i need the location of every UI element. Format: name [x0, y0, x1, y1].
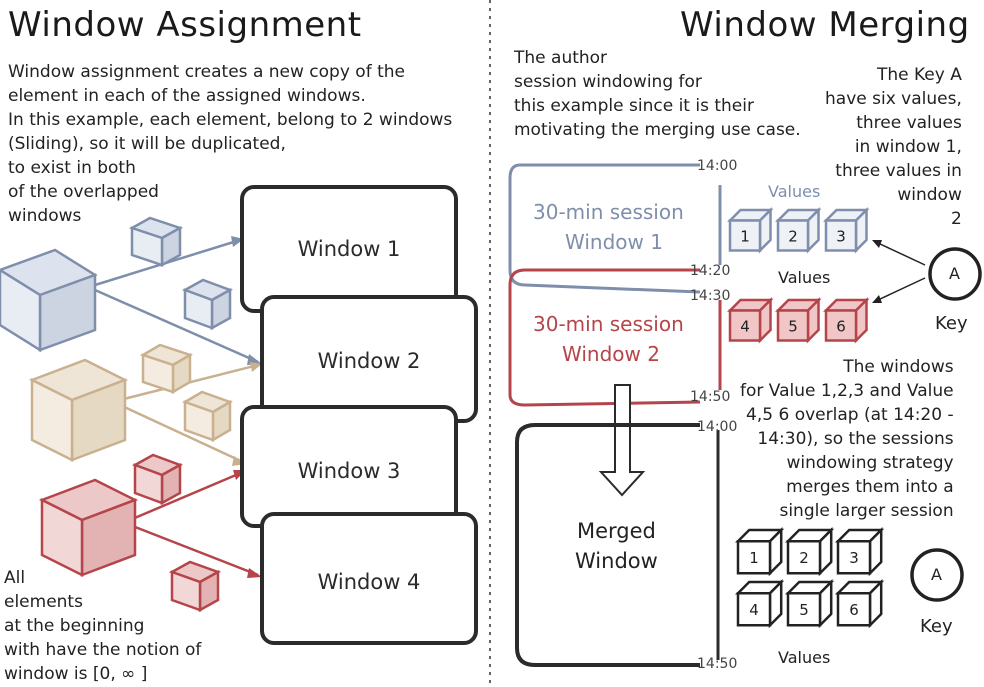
values-label-mid: Values — [778, 268, 831, 287]
left-title: Window Assignment — [8, 5, 362, 45]
overlap-note: The windows for Value 1,2,3 and Value 4,… — [740, 357, 954, 521]
arrow-red-2 — [129, 523, 259, 577]
values-label-top: Values — [768, 182, 821, 201]
arrow-red-1 — [129, 470, 244, 522]
key-arrowhead-top — [872, 240, 882, 248]
key-circle-top — [928, 247, 982, 301]
key-label-top: Key — [935, 313, 968, 334]
key-label-bottom: Key — [920, 616, 953, 637]
time-1400-top: 14:00 — [697, 158, 738, 174]
merged-window-bracket — [515, 423, 700, 667]
value-cube-top-3: 3 — [822, 206, 870, 254]
value-cube-merged-3-label: 3 — [849, 549, 859, 567]
window-2-label: Window 2 — [317, 349, 421, 373]
key-arrow-bottom — [877, 277, 926, 301]
value-cube-merged-3: 3 — [834, 526, 885, 577]
tan-cube-large — [28, 358, 129, 463]
session-2-bracket — [508, 268, 701, 407]
right-title: Window Merging — [680, 5, 970, 45]
time-1400-bottom: 14:00 — [697, 419, 738, 435]
value-cube-mid-4-label: 4 — [740, 318, 750, 336]
key-arrowhead-bottom — [872, 295, 882, 303]
value-cube-mid-6: 6 — [822, 296, 870, 344]
window-1-box: Window 1 — [240, 185, 458, 313]
value-cube-mid-5-label: 5 — [788, 318, 798, 336]
session-1-line2: Window 1 — [565, 230, 663, 254]
key-arrow-top — [877, 242, 926, 266]
value-cube-merged-5: 5 — [784, 578, 835, 629]
tan-cube-small-2 — [182, 390, 233, 443]
value-cube-mid-5: 5 — [774, 296, 822, 344]
merge-down-arrow — [598, 384, 646, 497]
author-note: The author session windowing for this ex… — [514, 48, 801, 140]
tan-cube-small-1 — [139, 343, 194, 395]
key-letter-top: A — [949, 264, 960, 283]
blue-cube-small-1 — [128, 216, 184, 268]
value-cube-merged-5-label: 5 — [799, 601, 809, 619]
value-cube-top-2-label: 2 — [788, 228, 798, 246]
value-cube-merged-1-label: 1 — [749, 549, 759, 567]
key-note: The Key A have six values, three values … — [825, 65, 962, 229]
session-1-bracket — [508, 163, 701, 294]
left-bottom-note: All elements at the beginning with have … — [4, 568, 202, 684]
time-1450-bottom: 14:50 — [697, 656, 738, 672]
value-cube-mid-6-label: 6 — [836, 318, 846, 336]
value-cube-merged-4-label: 4 — [749, 601, 759, 619]
time-1450-top: 14:50 — [690, 389, 731, 405]
window-1-label: Window 1 — [297, 237, 401, 261]
arrowhead-tan-1 — [250, 362, 262, 372]
blue-cube-large — [0, 248, 98, 353]
red-cube-small-1 — [132, 453, 183, 506]
value-cube-merged-1: 1 — [734, 526, 785, 577]
value-cube-merged-4: 4 — [734, 578, 785, 629]
value-cube-top-1: 1 — [726, 206, 774, 254]
value-cube-merged-6-label: 6 — [849, 601, 859, 619]
value-cube-top-3-label: 3 — [836, 228, 846, 246]
key-letter-bottom: A — [931, 565, 942, 584]
window-3-label: Window 3 — [297, 459, 401, 483]
session-2-line1: 30-min session — [533, 312, 684, 336]
time-1430: 14:30 — [690, 288, 731, 304]
value-cube-top-1-label: 1 — [740, 228, 750, 246]
left-intro-text: Window assignment creates a new copy of … — [8, 62, 453, 226]
window-4-label: Window 4 — [317, 570, 421, 594]
value-cube-merged-2-label: 2 — [799, 549, 809, 567]
arrow-tan-2 — [119, 403, 244, 464]
window-4-box: Window 4 — [260, 512, 478, 645]
time-1420: 14:20 — [690, 263, 731, 279]
merged-window-label: Merged Window — [575, 519, 658, 573]
value-cube-top-2: 2 — [774, 206, 822, 254]
arrow-blue-2 — [94, 288, 259, 364]
value-cube-merged-2: 2 — [784, 526, 835, 577]
key-circle-bottom — [910, 548, 964, 602]
arrowhead-red-2 — [247, 568, 262, 578]
session-2-line2: Window 2 — [562, 342, 660, 366]
value-cube-merged-6: 6 — [834, 578, 885, 629]
session-1-line1: 30-min session — [533, 200, 684, 224]
window-2-box: Window 2 — [260, 295, 478, 423]
values-label-bottom: Values — [778, 648, 831, 667]
value-cube-mid-4: 4 — [726, 296, 774, 344]
blue-cube-small-2 — [182, 278, 233, 331]
red-cube-small-2 — [168, 560, 222, 613]
red-cube-large — [38, 478, 139, 578]
